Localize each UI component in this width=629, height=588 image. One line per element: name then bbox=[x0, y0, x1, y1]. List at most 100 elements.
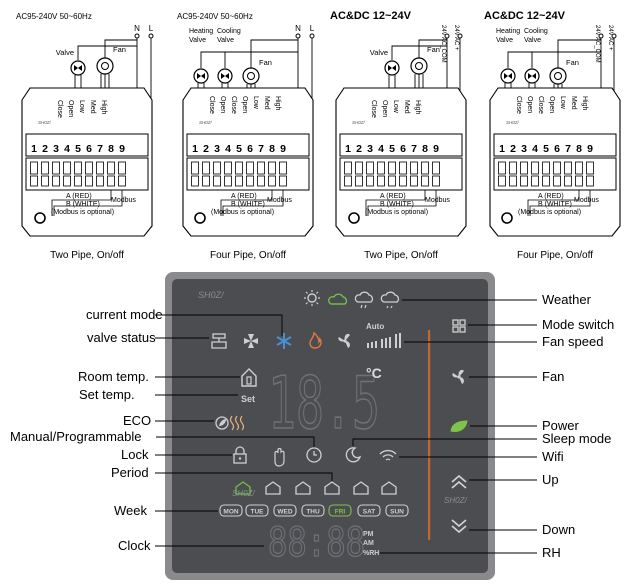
pin-slot bbox=[586, 161, 594, 175]
fan-wire bbox=[104, 39, 137, 58]
modbus-wire bbox=[220, 199, 231, 216]
modbus-wire bbox=[365, 199, 376, 216]
fan-wire bbox=[250, 39, 298, 68]
pin-slot bbox=[355, 175, 363, 187]
weekday-label: SAT bbox=[363, 509, 376, 516]
terminal-label: Open bbox=[219, 96, 226, 113]
pin-slot bbox=[213, 161, 221, 175]
pin-slot bbox=[191, 175, 199, 187]
modbus-label: Modbus bbox=[574, 197, 599, 204]
fan-label: Fan bbox=[113, 45, 126, 54]
sleep-mode-icon: z bbox=[345, 447, 362, 463]
power-spec: AC95-240V 50~60Hz bbox=[177, 12, 253, 21]
terminal-label: Med bbox=[89, 100, 96, 114]
label-wifi: Wifi bbox=[542, 449, 564, 464]
heating-valve-label: Valve bbox=[189, 37, 206, 44]
terminal-label: High bbox=[274, 96, 281, 111]
temperature-digits: 18.5 bbox=[268, 361, 380, 445]
up-button[interactable] bbox=[451, 474, 467, 489]
pin-slot bbox=[399, 175, 407, 187]
fan-button[interactable] bbox=[452, 369, 464, 384]
pin-slot bbox=[366, 161, 374, 175]
pin-slot bbox=[63, 175, 71, 187]
pin-slot bbox=[224, 161, 232, 175]
pin-slot bbox=[279, 175, 287, 187]
ventilation-mode-icon bbox=[338, 333, 350, 348]
mode-switch-button[interactable] bbox=[452, 319, 466, 333]
fan-icon-inner bbox=[415, 62, 423, 70]
pin-slot bbox=[30, 175, 38, 187]
down-button[interactable] bbox=[451, 519, 467, 534]
label-power: Power bbox=[542, 418, 580, 433]
fan-icon bbox=[242, 67, 260, 85]
label-set-temp: Set temp. bbox=[79, 387, 135, 402]
terminal-number: 5 bbox=[543, 143, 549, 155]
neutral-label: N bbox=[134, 24, 140, 33]
fan-speed-bars bbox=[367, 333, 401, 348]
terminal-number: 5 bbox=[389, 143, 395, 155]
terminal-label: Close bbox=[230, 96, 237, 114]
terminal-label: Med bbox=[263, 96, 270, 110]
modbus-port bbox=[34, 212, 46, 224]
terminal-number: 7 bbox=[97, 143, 103, 155]
valve-wire bbox=[200, 51, 298, 68]
pin-slot bbox=[41, 175, 49, 187]
fan-wire bbox=[418, 39, 447, 58]
modbus-note: (Modbus is optional) bbox=[211, 209, 274, 216]
pin-slot bbox=[96, 161, 104, 175]
label-fan-speed: Fan speed bbox=[542, 334, 603, 349]
pin-slot bbox=[96, 175, 104, 187]
pin-slot bbox=[344, 175, 352, 187]
live-label: L bbox=[149, 24, 154, 33]
label-week: Week bbox=[114, 503, 147, 518]
pin-slot bbox=[377, 175, 385, 187]
terminal-number: 4 bbox=[532, 143, 538, 155]
pin-slot bbox=[52, 161, 60, 175]
terminal-number: 8 bbox=[108, 143, 114, 155]
pin-slot bbox=[520, 175, 528, 187]
terminal-number: 5 bbox=[236, 143, 242, 155]
heating-valve-label: Heating bbox=[189, 28, 213, 35]
power-button[interactable] bbox=[450, 420, 468, 432]
heat-waves-icon bbox=[229, 415, 245, 431]
programmable-clock-icon bbox=[306, 447, 322, 463]
terminal-number: 9 bbox=[119, 143, 125, 155]
modbus-label: Modbus bbox=[267, 197, 292, 204]
rail-terminal bbox=[444, 33, 450, 39]
heating-valve-icon bbox=[193, 68, 209, 84]
modbus-wire bbox=[231, 190, 284, 207]
terminal-number: 3 bbox=[214, 143, 220, 155]
terminal-label: Open bbox=[548, 96, 555, 113]
pin-slot bbox=[202, 161, 210, 175]
pin-slot bbox=[388, 161, 396, 175]
terminal-block bbox=[493, 133, 617, 157]
fan-icon bbox=[549, 67, 567, 85]
pin-slot bbox=[432, 175, 440, 187]
terminal-number: 6 bbox=[247, 143, 253, 155]
fan-wire bbox=[557, 39, 601, 68]
pin-slot bbox=[586, 175, 594, 187]
pin-slot bbox=[509, 175, 517, 187]
period-leave-2-icon bbox=[324, 481, 340, 495]
pin-slot bbox=[279, 161, 287, 175]
auto-label: Auto bbox=[366, 322, 384, 331]
ac-com-label: 24V AC_COM bbox=[594, 25, 600, 63]
label-lock: Lock bbox=[121, 447, 149, 462]
terminal-number: 6 bbox=[400, 143, 406, 155]
valve-icon bbox=[70, 60, 86, 76]
pin-slot bbox=[74, 161, 82, 175]
power-spec: AC&DC 12~24V bbox=[484, 10, 566, 22]
pin-slot bbox=[246, 175, 254, 187]
label-clock: Clock bbox=[118, 538, 151, 553]
heating-valve-label: Heating bbox=[496, 28, 520, 35]
terminal-number: 4 bbox=[378, 143, 384, 155]
period-return-icon bbox=[295, 481, 311, 495]
panel-caption: Four Pipe, On/off bbox=[210, 250, 286, 261]
label-sleep-mode: Sleep mode bbox=[542, 431, 611, 446]
fan-icon-inner bbox=[554, 72, 562, 80]
terminal-label: Med bbox=[570, 96, 577, 110]
valve-wire bbox=[224, 51, 298, 68]
terminal-number: 3 bbox=[367, 143, 373, 155]
